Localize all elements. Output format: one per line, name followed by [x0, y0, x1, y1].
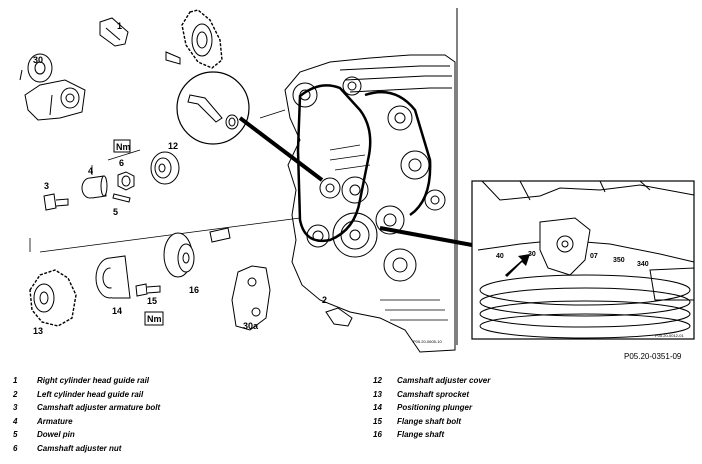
legend-row: 15 Flange shaft bolt: [373, 415, 490, 429]
part-16-flange-shaft: [163, 227, 231, 278]
part-30-tensioner: [19, 53, 86, 121]
scale-label-340: 340: [637, 261, 649, 268]
callout-6: 6: [119, 158, 124, 168]
torque-box-upper: Nm: [113, 139, 131, 153]
legend-row: 3 Camshaft adjuster armature bolt: [13, 401, 160, 415]
legend-text: Camshaft adjuster armature bolt: [37, 403, 161, 413]
legend-number: 6: [13, 443, 18, 453]
legend-text: Camshaft adjuster nut: [37, 443, 122, 453]
callout-5: 5: [113, 207, 118, 217]
callout-16: 16: [189, 285, 199, 295]
inset-detail: 40 30 07 350 340 P05.20-0012-01: [471, 180, 695, 340]
legend-text: Armature: [37, 416, 73, 426]
legend-row: 1 Right cylinder head guide rail: [13, 374, 160, 388]
legend-row: 13 Camshaft sprocket: [373, 388, 490, 402]
legend-number: 12: [373, 376, 382, 385]
legend-right: 12 Camshaft adjuster cover 13 Camshaft s…: [373, 374, 490, 442]
part-12-adjuster-cover: [150, 151, 180, 185]
callout-15: 15: [147, 296, 157, 306]
legend-number: 14: [373, 403, 382, 413]
callout-3: 3: [44, 181, 49, 191]
legend-text: Left cylinder head guide rail: [37, 389, 144, 399]
legend-number: 13: [373, 389, 382, 399]
legend-row: 16 Flange shaft: [373, 428, 490, 442]
legend-number: 15: [373, 416, 382, 426]
part-5-dowel-pin: [112, 193, 131, 203]
callout-2: 2: [322, 295, 327, 305]
legend-number: 5: [13, 430, 18, 440]
callout-30: 30: [33, 55, 43, 65]
part-3-bolt: [43, 193, 69, 211]
torque-symbol-upper: Nm: [116, 142, 131, 152]
plunger-detail-bubble: [176, 71, 324, 182]
callout-12: 12: [168, 141, 178, 151]
part-14-positioning-plunger: [95, 255, 131, 299]
scale-label-40: 40: [496, 253, 504, 260]
callout-30a: 30a: [243, 321, 259, 331]
part-6-adjuster-nut: [117, 171, 135, 191]
legend-text: Camshaft adjuster cover: [397, 376, 491, 385]
legend-row: 4 Armature: [13, 415, 160, 429]
inset-code: P05.20-0012-01: [655, 333, 684, 338]
legend-text: Flange shaft: [397, 430, 445, 440]
scale-label-350: 350: [613, 257, 625, 264]
legend-row: 5 Dowel pin: [13, 428, 160, 442]
legend-number: 16: [373, 430, 382, 440]
part-4-armature: [81, 175, 108, 199]
part-2-guide-rail: [325, 307, 353, 327]
scale-label-30: 30: [528, 251, 536, 258]
callout-4: 4: [88, 166, 93, 176]
legend-row: 14 Positioning plunger: [373, 401, 490, 415]
legend-number: 4: [13, 416, 18, 426]
main-drawing-code: P05.20-0605-10: [413, 339, 442, 344]
engine-block-drawing: [284, 54, 473, 353]
legend-number: 3: [13, 403, 18, 413]
legend-number: 2: [13, 389, 18, 399]
callout-13: 13: [33, 326, 43, 336]
torque-symbol-lower: Nm: [147, 314, 162, 324]
torque-box-lower: Nm: [144, 311, 164, 326]
legend-text: Positioning plunger: [397, 403, 473, 413]
scale-label-07: 07: [590, 253, 598, 260]
figure-code: P05.20-0351-09: [624, 352, 682, 361]
legend-row: 6 Camshaft adjuster nut: [13, 442, 160, 456]
callout-14: 14: [112, 306, 122, 316]
legend-text: Right cylinder head guide rail: [37, 376, 150, 385]
legend-left: 1 Right cylinder head guide rail 2 Left …: [13, 374, 160, 456]
leader-lines: [29, 109, 301, 253]
legend-row: 2 Left cylinder head guide rail: [13, 388, 160, 402]
legend-number: 1: [13, 376, 18, 385]
legend-text: Flange shaft bolt: [397, 416, 461, 426]
callout-1: 1: [117, 21, 122, 31]
part-13-camshaft-sprocket: [29, 269, 77, 327]
part-30a-housing: [231, 265, 271, 331]
camshaft-sprocket-top: [165, 9, 223, 69]
part-15-flange-bolt: [135, 283, 161, 297]
part-1-guide-rail: [99, 17, 129, 47]
legend-text: Dowel pin: [37, 430, 75, 440]
legend-text: Camshaft sprocket: [397, 389, 470, 399]
legend-row: 12 Camshaft adjuster cover: [373, 374, 490, 388]
